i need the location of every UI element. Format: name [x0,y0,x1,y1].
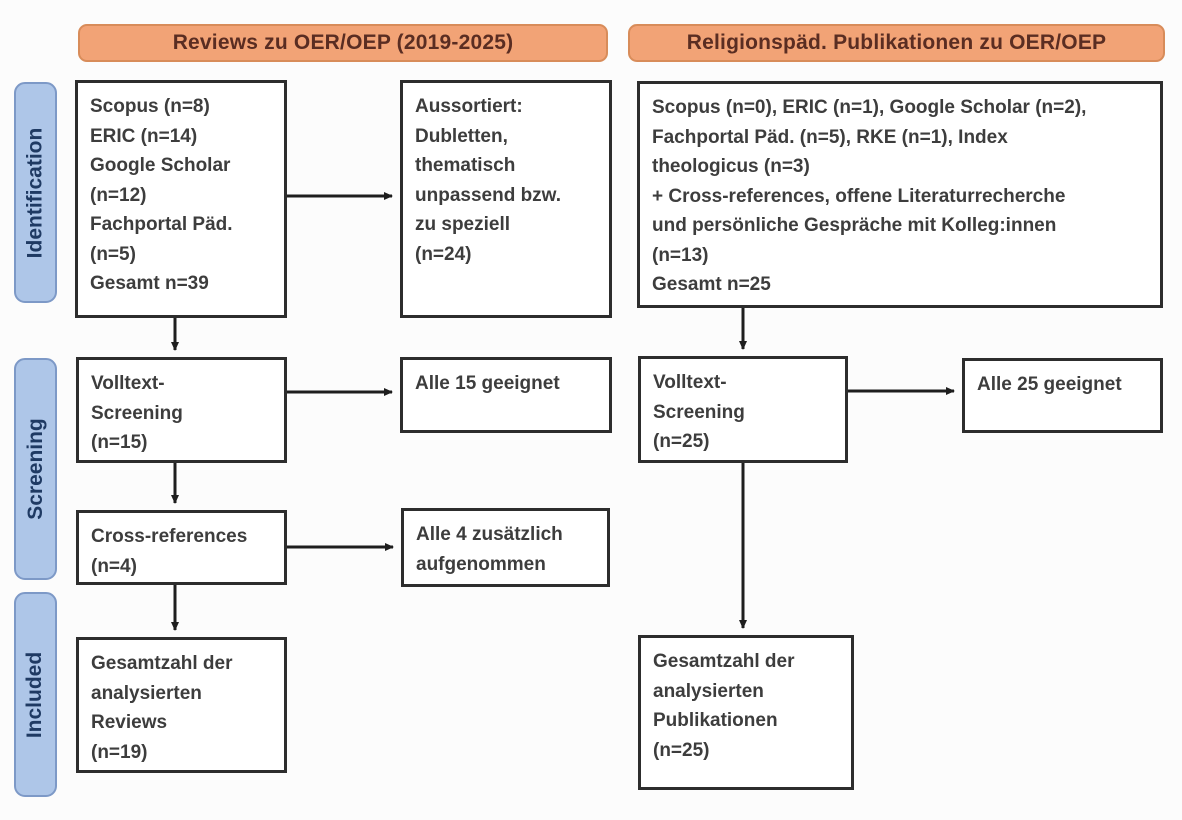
box-reviews-identification-sources: Scopus (n=8) ERIC (n=14) Google Scholar … [75,80,287,318]
stage-label-screening-text: Screening [23,418,47,520]
column-header-publications: Religionspäd. Publikationen zu OER/OEP [628,24,1165,62]
stage-label-included-text: Included [23,651,47,738]
stage-label-screening: Screening [14,358,57,580]
box-reviews-included-total: Gesamtzahl der analysierten Reviews (n=1… [76,637,287,773]
box-publications-fulltext-result: Alle 25 geeignet [962,358,1163,433]
column-header-reviews: Reviews zu OER/OEP (2019-2025) [78,24,608,62]
box-reviews-fulltext-screening: Volltext- Screening (n=15) [76,357,287,463]
box-reviews-crossref-result: Alle 4 zusätzlich aufgenommen [401,508,610,587]
stage-label-included: Included [14,592,57,797]
box-publications-fulltext-screening: Volltext- Screening (n=25) [638,356,848,463]
box-reviews-cross-references: Cross-references (n=4) [76,510,287,585]
box-publications-identification-sources: Scopus (n=0), ERIC (n=1), Google Scholar… [637,81,1163,308]
stage-label-identification: Identification [14,82,57,303]
stage-label-identification-text: Identification [23,127,47,258]
box-publications-included-total: Gesamtzahl der analysierten Publikatione… [638,635,854,790]
box-reviews-excluded: Aussortiert: Dubletten, thematisch unpas… [400,80,612,318]
box-reviews-fulltext-result: Alle 15 geeignet [400,357,612,433]
